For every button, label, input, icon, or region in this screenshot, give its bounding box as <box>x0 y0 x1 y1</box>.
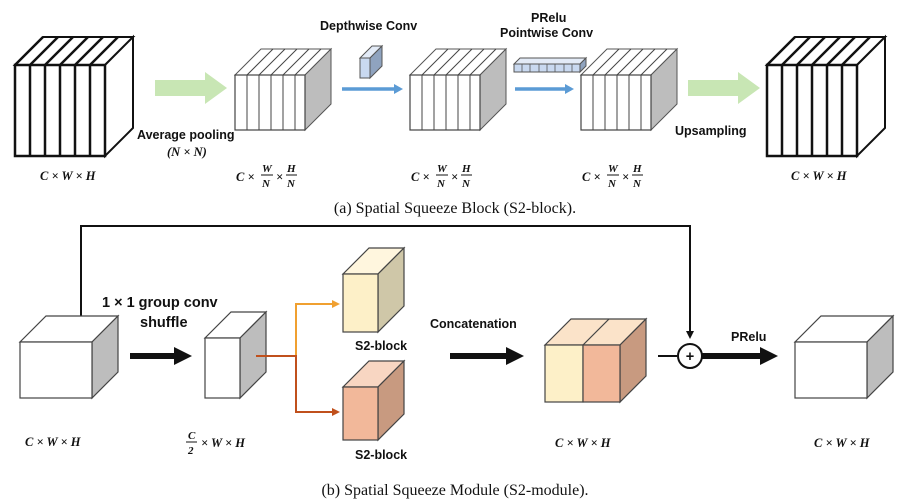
caption-a: (a) Spatial Squeeze Block (S2-block). <box>334 200 576 217</box>
dims-h: H <box>461 163 471 175</box>
dims-w: W <box>608 163 619 175</box>
pooled-feature-stack <box>233 47 333 132</box>
s2-block-upper <box>341 246 406 334</box>
dims-prefix: C × <box>582 170 601 184</box>
residual-skip-line <box>80 225 694 339</box>
dims-h: H <box>632 163 642 175</box>
s2-block-lower-label: S2-block <box>355 448 407 462</box>
depthwise-arrow-head <box>394 84 403 94</box>
pointwise-filter <box>512 56 588 74</box>
group-conv-arrow-head <box>174 347 192 365</box>
module-input-dims: C × W × H <box>25 435 82 449</box>
dims-h: H <box>286 163 296 175</box>
half-dims-numerator: C <box>188 430 196 442</box>
avg-pooling-param: (N × N) <box>167 145 207 159</box>
pointwise-dims: C × W N × H N <box>582 163 643 190</box>
depthwise-dims: C × W N × H N <box>411 163 472 190</box>
prelu-arrow-head <box>760 347 778 365</box>
concatenated-cube <box>543 317 648 404</box>
caption-b: (b) Spatial Squeeze Module (S2-module). <box>321 482 588 499</box>
module-input-cube <box>18 314 120 400</box>
concatenation-label: Concatenation <box>430 317 517 331</box>
dims-times: × <box>276 170 283 184</box>
dims-w: W <box>437 163 448 175</box>
dims-prefix: C × <box>236 170 255 184</box>
dims-n: N <box>286 178 296 190</box>
concat-dims: C × W × H <box>555 436 612 450</box>
module-output-dims: C × W × H <box>814 436 871 450</box>
dims-w: W <box>262 163 273 175</box>
depthwise-conv-label: Depthwise Conv <box>320 19 417 33</box>
pointwise-output-stack <box>579 47 679 132</box>
dims-n: N <box>261 178 271 190</box>
module-output-cube <box>793 314 895 400</box>
shuffle-label: shuffle <box>140 315 188 331</box>
top-input-dims: C × W × H <box>40 169 97 183</box>
group-conv-label: 1 × 1 group conv <box>102 295 218 311</box>
dims-n: N <box>632 178 642 190</box>
dims-n: N <box>436 178 446 190</box>
depthwise-filter <box>358 44 384 80</box>
upsampling-label: Upsampling <box>675 124 747 138</box>
split-arrow-lower <box>256 355 340 416</box>
dims-times: × <box>451 170 458 184</box>
half-channel-cube <box>203 310 268 400</box>
dims-n: N <box>607 178 617 190</box>
dims-times: × <box>622 170 629 184</box>
s2-block-lower <box>341 359 406 442</box>
half-dims-denominator: 2 <box>187 445 194 457</box>
s2-block-upper-label: S2-block <box>355 339 407 353</box>
avg-pooling-arrow <box>155 72 227 104</box>
output-feature-stack <box>764 34 888 159</box>
half-dims-rest: × W × H <box>201 436 246 450</box>
dims-n: N <box>461 178 471 190</box>
upsampling-arrow <box>688 72 760 104</box>
dims-prefix: C × <box>411 170 430 184</box>
avg-pooling-label: Average pooling <box>137 128 234 142</box>
concat-arrow-head <box>506 347 524 365</box>
pointwise-conv-label: Pointwise Conv <box>500 26 593 40</box>
prelu-top-label: PRelu <box>531 11 566 25</box>
prelu-bottom-label: PRelu <box>731 330 766 344</box>
split-arrow-upper <box>256 300 340 357</box>
half-channel-dims: C 2 × W × H <box>186 430 246 457</box>
input-feature-stack <box>12 34 136 159</box>
top-output-dims: C × W × H <box>791 169 848 183</box>
plus-symbol: + <box>686 349 694 365</box>
elementwise-sum-node: + <box>677 343 703 369</box>
depthwise-output-stack <box>408 47 508 132</box>
pooled-dims: C × W N × H N <box>236 163 297 190</box>
pointwise-arrow-head <box>565 84 574 94</box>
